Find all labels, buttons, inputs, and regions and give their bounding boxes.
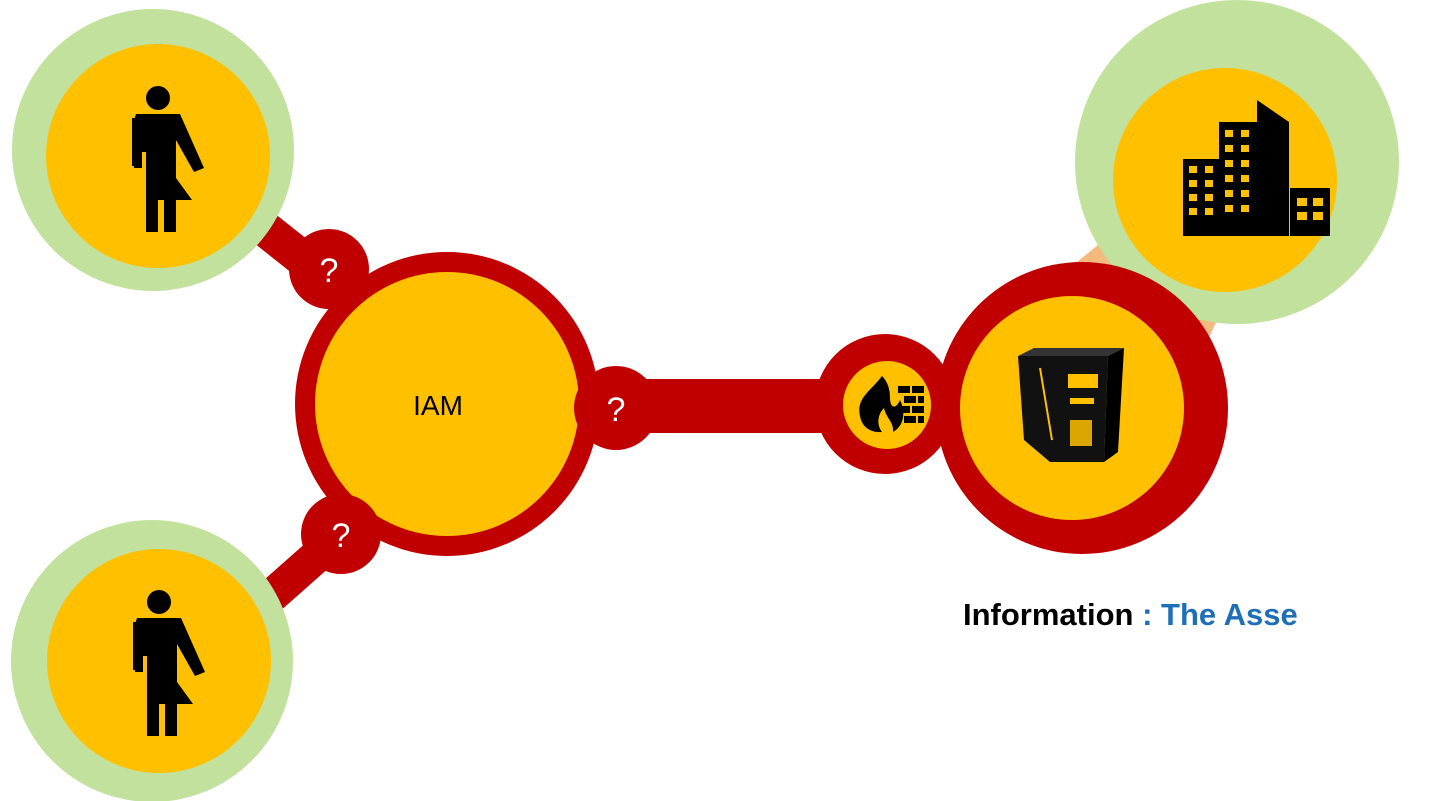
information-caption: Information : The Asse [963, 597, 1298, 633]
iam-node[interactable] [315, 272, 579, 536]
office-buildings-icon [1183, 100, 1330, 236]
server-tower-icon [1018, 348, 1124, 462]
question-mark: ? [320, 252, 339, 290]
information-label: Information [963, 597, 1134, 632]
iam-label: IAM [413, 390, 463, 421]
question-mark: ? [607, 391, 626, 429]
link-question-badge-top[interactable]: ? [289, 229, 369, 309]
link-question-badge-bottom[interactable]: ? [301, 494, 381, 574]
link-question-badge-middle[interactable]: ? [574, 366, 658, 450]
firewall-icon [859, 376, 924, 433]
all-gender-person-icon [133, 590, 205, 736]
information-value: : The Asse [1133, 597, 1298, 632]
question-mark: ? [332, 517, 351, 555]
all-gender-person-icon [132, 86, 204, 232]
